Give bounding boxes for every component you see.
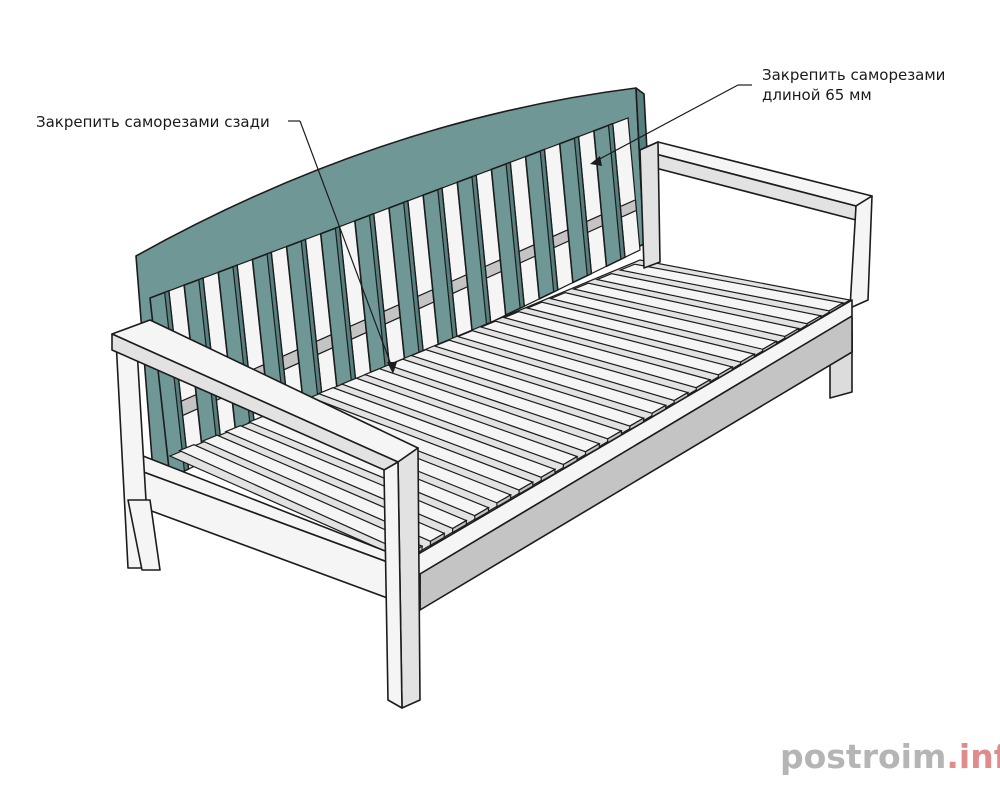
back-slat-side [505, 161, 525, 310]
seat-slat-edge [452, 519, 467, 534]
callout-screws-line1: Закрепить саморезами [762, 66, 945, 84]
seat-slat-edge [474, 506, 490, 521]
seat-slat-edge [496, 493, 512, 508]
watermark-main: postroim [780, 737, 946, 776]
back-slat-side [539, 148, 559, 293]
right-armrest [639, 141, 873, 309]
back-slat-side [607, 122, 626, 261]
watermark-accent: .info [946, 737, 1000, 776]
callout-back-screws: Закрепить саморезами сзади [36, 113, 270, 131]
seat-slat-edge [429, 532, 445, 547]
callout-leaders [288, 84, 752, 374]
watermark: postroim.info [780, 737, 1000, 776]
left-armrest [111, 319, 421, 709]
callout-screws-line2: длиной 65 мм [762, 86, 872, 104]
back-slat-side [573, 135, 592, 277]
callouts: Закрепить саморезами сзади Закрепить сам… [36, 66, 945, 131]
